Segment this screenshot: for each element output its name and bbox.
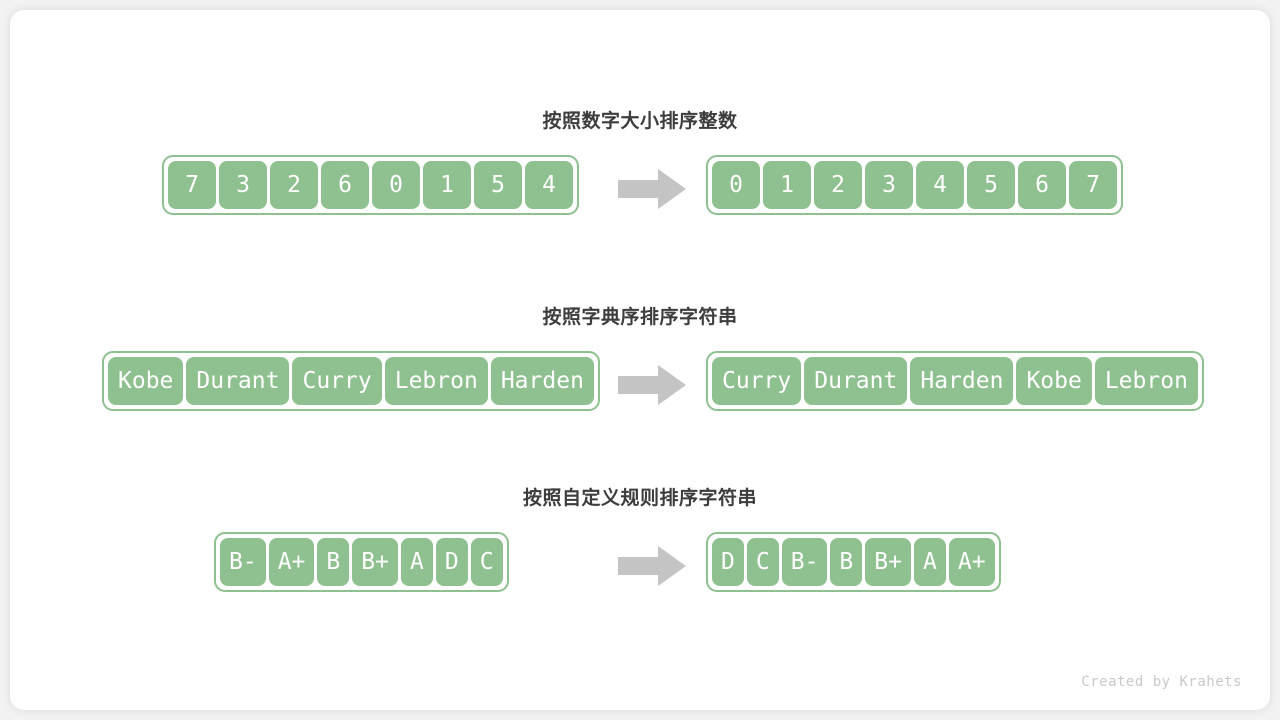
array-cell: B: [830, 538, 863, 586]
array-cell: Lebron: [1094, 357, 1198, 405]
array-cell: Durant: [804, 357, 908, 405]
array-cell: B+: [865, 538, 911, 586]
array-cell: A: [913, 538, 946, 586]
array-cell: A: [400, 538, 433, 586]
array-cell: 5: [967, 161, 1015, 209]
array-cell: C: [470, 538, 503, 586]
array-cell: D: [712, 538, 744, 586]
array-cell: B-: [781, 538, 828, 586]
array-cell: 1: [423, 161, 471, 209]
array-cell: Harden: [910, 357, 1014, 405]
array-cell: 5: [474, 161, 522, 209]
array-cell: B: [317, 538, 350, 586]
array-cell: A+: [948, 538, 995, 586]
array-cell: B-: [220, 538, 266, 586]
array-cell: Kobe: [108, 357, 184, 405]
array-cell: 7: [168, 161, 216, 209]
credit-text: Created by Krahets: [1081, 674, 1242, 690]
array-cell: C: [746, 538, 779, 586]
array-cell: 7: [1069, 161, 1117, 209]
array-cell: 0: [712, 161, 760, 209]
row-1-title: 按照数字大小排序整数: [542, 110, 738, 132]
array-cell: Curry: [292, 357, 382, 405]
array-cell: D: [435, 538, 468, 586]
array-cell: 6: [321, 161, 369, 209]
array-cell: 1: [763, 161, 811, 209]
array-cell: Harden: [490, 357, 594, 405]
array-cell: 2: [814, 161, 862, 209]
array-cell: 3: [865, 161, 913, 209]
array-cell: Curry: [712, 357, 802, 405]
array-cell: Kobe: [1016, 357, 1092, 405]
array-cell: 3: [219, 161, 267, 209]
row-2-title: 按照字典序排序字符串: [542, 306, 738, 328]
array-cell: 4: [916, 161, 964, 209]
array-cell: 4: [525, 161, 573, 209]
array-cell: A+: [268, 538, 315, 586]
row-3-title: 按照自定义规则排序字符串: [522, 487, 757, 509]
right-arrow-icon: [618, 546, 686, 586]
array-cell: 2: [270, 161, 318, 209]
array-cell: Durant: [186, 357, 290, 405]
right-arrow-icon: [618, 365, 686, 405]
array-cell: Lebron: [384, 357, 488, 405]
array-cell: 0: [372, 161, 420, 209]
right-arrow-icon: [618, 169, 686, 209]
array-cell: 6: [1018, 161, 1066, 209]
array-cell: B+: [352, 538, 398, 586]
